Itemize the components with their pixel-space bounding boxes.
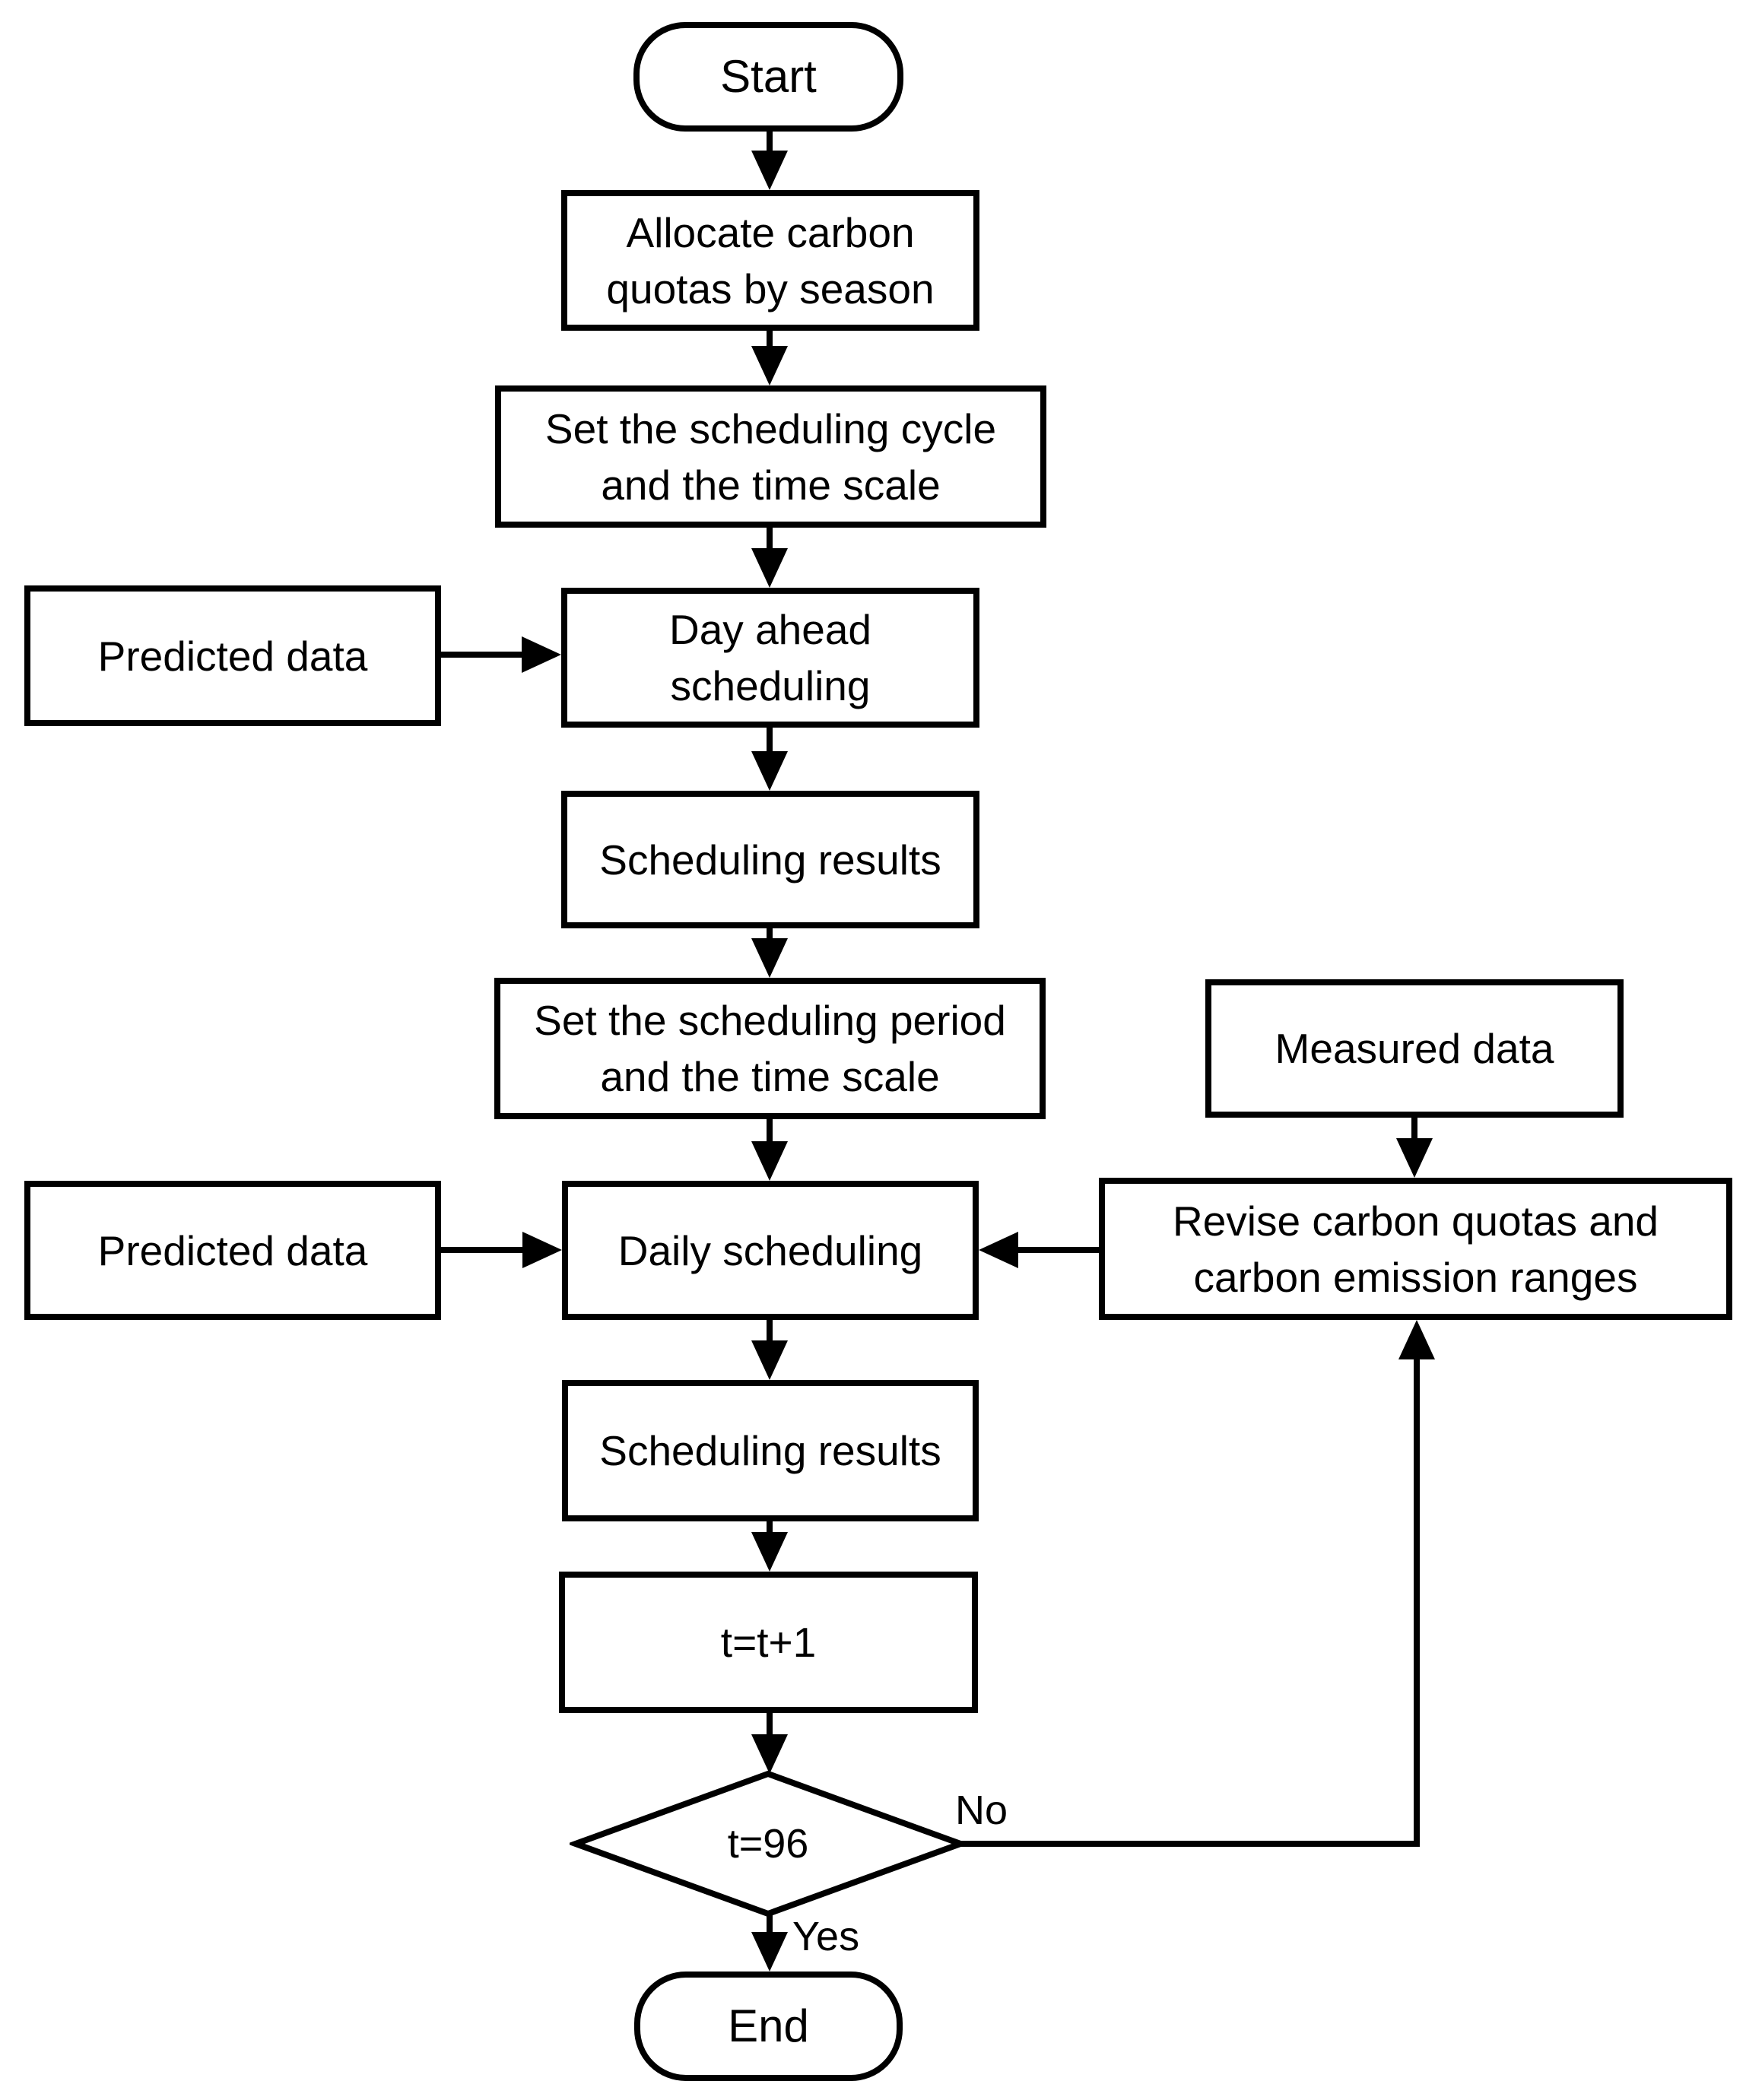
node-predicted-data-1: Predicted data [24, 585, 441, 726]
edge-label-no: No [955, 1788, 1008, 1833]
node-scheduling-results-1: Scheduling results [561, 791, 979, 928]
node-revise-line2: carbon emission ranges [1193, 1253, 1638, 1301]
node-set-cycle-line2: and the time scale [601, 461, 941, 509]
node-end-label: End [728, 2000, 809, 2051]
edge-results1-setperiod-shaft [767, 928, 773, 941]
edge-results2-increment-arrowhead-icon [751, 1532, 788, 1572]
node-day-ahead-line2: scheduling [670, 662, 871, 709]
edge-no-branch-vertical [1414, 1356, 1420, 1847]
node-daily-scheduling-label: Daily scheduling [617, 1226, 923, 1274]
node-decision-label: t=96 [727, 1821, 809, 1867]
edge-label-yes: Yes [792, 1914, 860, 1959]
edge-start-allocate-shaft [767, 132, 773, 154]
edge-measured-revise-arrowhead-icon [1396, 1138, 1433, 1178]
edge-increment-decision-arrowhead-icon [751, 1734, 788, 1774]
node-start-label: Start [720, 51, 817, 102]
edge-predicted1-dayahead-arrowhead-icon [522, 636, 561, 673]
node-scheduling-results-2-label: Scheduling results [599, 1427, 941, 1474]
node-t-increment: t=t+1 [559, 1572, 978, 1713]
edge-yes-branch-arrowhead-icon [751, 1932, 788, 1972]
edge-yes-branch-shaft [767, 1911, 773, 1935]
edge-predicted2-daily-shaft [441, 1247, 525, 1253]
edge-allocate-setcycle-shaft [767, 331, 773, 349]
node-scheduling-results-1-label: Scheduling results [599, 836, 941, 883]
node-revise-carbon-quotas: Revise carbon quotas and carbon emission… [1099, 1178, 1732, 1320]
edge-increment-decision-shaft [767, 1713, 773, 1737]
edge-setcycle-dayahead-shaft [767, 528, 773, 551]
node-scheduling-results-2: Scheduling results [562, 1380, 979, 1521]
node-start: Start [633, 22, 903, 132]
edge-predicted1-dayahead-shaft [441, 652, 525, 658]
edge-revise-daily-arrowhead-icon [979, 1232, 1018, 1268]
edge-revise-daily-shaft [1016, 1247, 1099, 1253]
edge-results2-increment-shaft [767, 1521, 773, 1535]
node-predicted-data-1-label: Predicted data [97, 632, 368, 680]
node-allocate-line1: Allocate carbon [626, 208, 915, 256]
node-end: End [634, 1972, 903, 2081]
edge-results1-setperiod-arrowhead-icon [751, 938, 788, 978]
edge-measured-revise-shaft [1411, 1118, 1417, 1141]
node-decision-label-wrap: t=96 [570, 1768, 967, 1920]
node-day-ahead-scheduling: Day ahead scheduling [561, 588, 979, 728]
node-revise-line1: Revise carbon quotas and [1172, 1197, 1659, 1245]
node-predicted-data-2: Predicted data [24, 1181, 441, 1320]
node-set-cycle-line1: Set the scheduling cycle [544, 404, 997, 452]
edge-setcycle-dayahead-arrowhead-icon [751, 548, 788, 588]
edge-dayahead-results1-arrowhead-icon [751, 751, 788, 791]
edge-no-branch-arrowhead-icon [1398, 1320, 1435, 1359]
edge-no-branch-horizontal [957, 1841, 1420, 1847]
edge-setperiod-daily-shaft [767, 1119, 773, 1144]
node-t-increment-label: t=t+1 [720, 1619, 817, 1666]
node-day-ahead-line1: Day ahead [668, 606, 872, 653]
node-predicted-data-2-label: Predicted data [97, 1226, 368, 1274]
node-allocate-line2: quotas by season [606, 265, 935, 312]
node-measured-data: Measured data [1205, 979, 1624, 1118]
node-set-scheduling-cycle: Set the scheduling cycle and the time sc… [495, 385, 1046, 528]
node-set-scheduling-period: Set the scheduling period and the time s… [494, 978, 1046, 1119]
edge-setperiod-daily-arrowhead-icon [751, 1141, 788, 1181]
node-set-period-line2: and the time scale [600, 1053, 940, 1100]
edge-daily-results2-arrowhead-icon [751, 1340, 788, 1380]
edge-dayahead-results1-shaft [767, 728, 773, 754]
edge-daily-results2-shaft [767, 1320, 773, 1343]
node-allocate-carbon-quotas: Allocate carbon quotas by season [561, 190, 979, 331]
node-daily-scheduling: Daily scheduling [562, 1181, 979, 1320]
node-measured-data-label: Measured data [1275, 1025, 1554, 1072]
node-set-period-line1: Set the scheduling period [534, 997, 1006, 1044]
edge-start-allocate-arrowhead-icon [751, 151, 788, 190]
edge-predicted2-daily-arrowhead-icon [522, 1232, 562, 1268]
edge-allocate-setcycle-arrowhead-icon [751, 346, 788, 385]
